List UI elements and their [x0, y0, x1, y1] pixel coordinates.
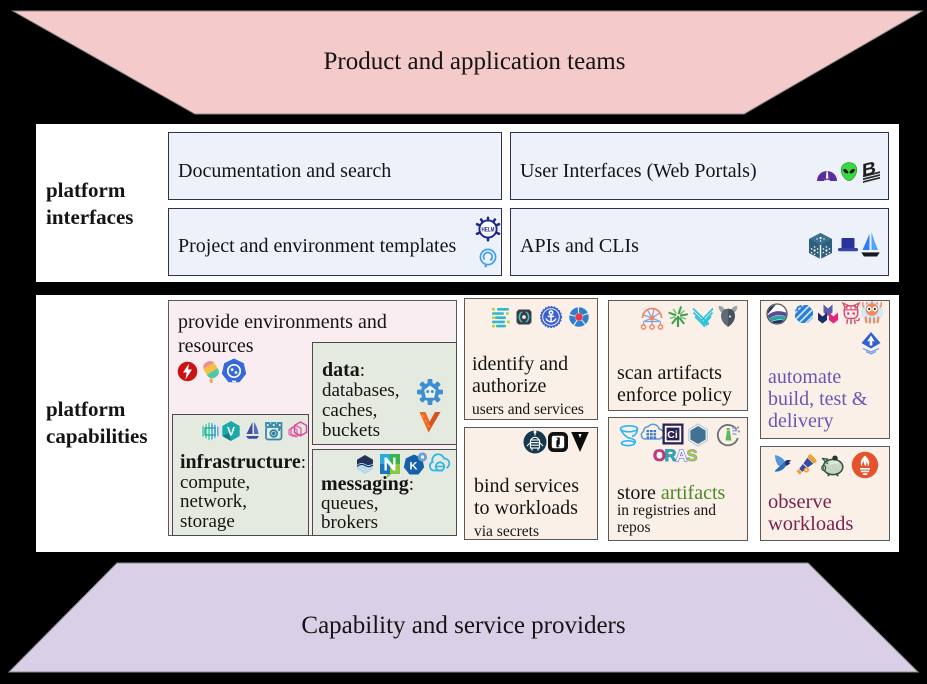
- svg-text:B: B: [862, 158, 876, 181]
- svg-text:K: K: [410, 461, 418, 473]
- svg-text:Ci: Ci: [667, 429, 678, 441]
- svg-text:R: R: [665, 447, 677, 465]
- svg-text:V: V: [227, 425, 235, 439]
- svg-text:A: A: [676, 447, 688, 465]
- svg-text:O: O: [653, 447, 666, 465]
- svg-text:S: S: [687, 447, 698, 465]
- svg-text:HELM: HELM: [482, 226, 495, 233]
